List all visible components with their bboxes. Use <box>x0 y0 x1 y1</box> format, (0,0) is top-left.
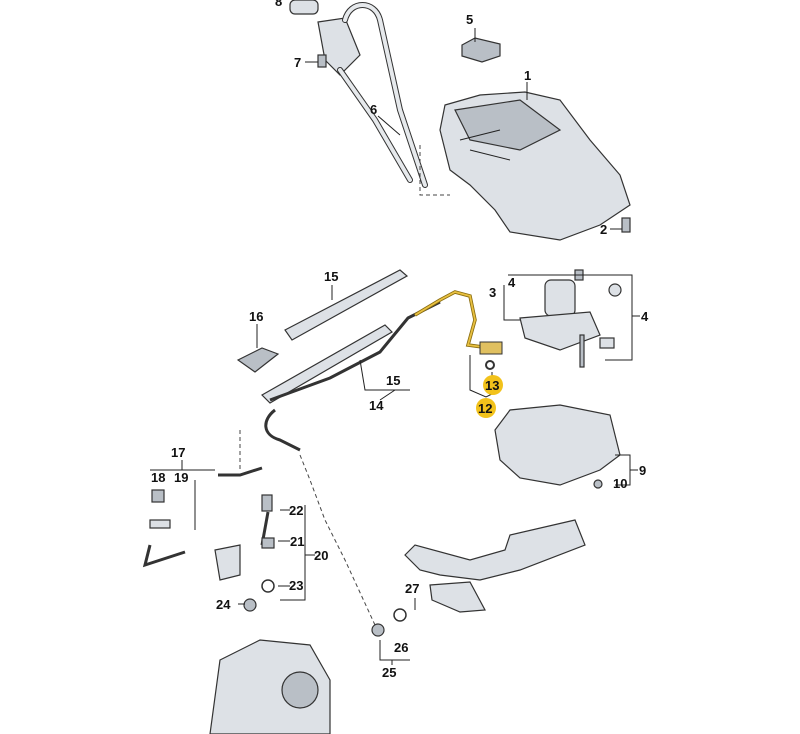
part-sensors <box>142 466 275 612</box>
label-25: 25 <box>382 665 396 680</box>
label-8: 8 <box>275 0 282 9</box>
label-10: 10 <box>613 476 627 491</box>
label-18: 18 <box>151 470 165 485</box>
label-23: 23 <box>289 578 303 593</box>
label-5: 5 <box>466 12 473 27</box>
label-3: 3 <box>489 285 496 300</box>
label-16: 16 <box>249 309 263 324</box>
part-heat-shield <box>494 404 621 486</box>
label-13: 13 <box>485 378 499 393</box>
label-19: 19 <box>174 470 188 485</box>
label-22: 22 <box>289 503 303 518</box>
part-16 <box>236 347 280 373</box>
part-15-rail <box>284 269 409 341</box>
label-2: 2 <box>600 222 607 237</box>
label-15-bottom: 15 <box>386 373 400 388</box>
label-27: 27 <box>405 581 419 596</box>
part-pump <box>519 269 622 368</box>
label-21: 21 <box>290 534 304 549</box>
label-20: 20 <box>314 548 328 563</box>
label-15-top: 15 <box>324 269 338 284</box>
label-17: 17 <box>171 445 185 460</box>
part-exhaust <box>209 519 586 734</box>
callout-labels: 8 5 7 1 6 2 15 16 3 4 4 15 14 13 12 9 10… <box>151 0 649 680</box>
label-9: 9 <box>639 463 646 478</box>
label-14: 14 <box>369 398 384 413</box>
label-4-right: 4 <box>641 309 649 324</box>
highlight-12 <box>476 398 496 418</box>
part-5 <box>461 37 501 63</box>
label-12: 12 <box>478 401 492 416</box>
label-26: 26 <box>394 640 408 655</box>
part-wire-harness <box>264 300 441 452</box>
part-filler-pipe <box>289 0 428 188</box>
label-4-top: 4 <box>508 275 516 290</box>
label-6: 6 <box>370 102 377 117</box>
part-12-sensor-wire <box>414 290 491 350</box>
highlight-13 <box>483 375 503 395</box>
label-1: 1 <box>524 68 531 83</box>
label-24: 24 <box>216 597 231 612</box>
label-7: 7 <box>294 55 301 70</box>
